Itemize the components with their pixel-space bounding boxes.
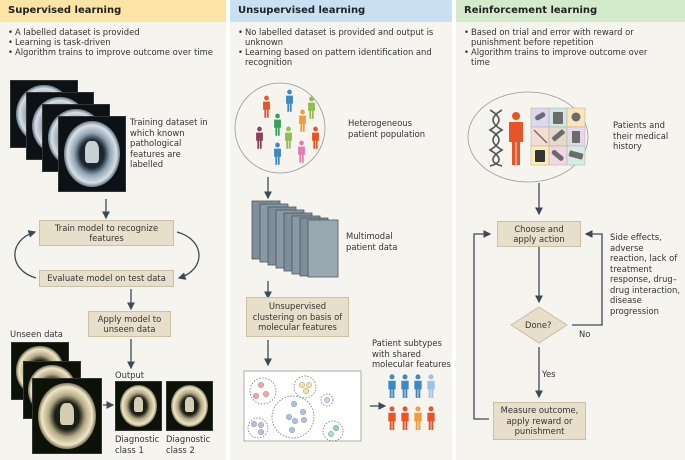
brain-scan-image xyxy=(58,116,126,192)
unsupervised-graphics xyxy=(234,82,435,442)
diagnostic-class-1-image xyxy=(115,381,162,431)
output-label: Output xyxy=(115,370,145,380)
apply-model-box: Apply model to unseen data xyxy=(88,311,171,337)
bullet-item: Algorithm trains to improve outcome over… xyxy=(464,47,664,67)
done-decision-diamond xyxy=(510,306,568,344)
pill-jar-icon xyxy=(535,150,545,162)
person-icon xyxy=(286,89,293,112)
reinforcement-graphics xyxy=(467,91,603,420)
bullet-list: Based on trial and error with reward or … xyxy=(464,27,664,67)
loop-back-arrow xyxy=(473,230,492,420)
person-icon xyxy=(414,374,422,399)
unseen-data-label: Unseen data xyxy=(10,329,63,339)
choose-action-box: Choose and apply action xyxy=(497,221,581,247)
multimodal-label: Multimodal patient data xyxy=(346,231,398,252)
unseen-brain-image xyxy=(32,378,102,454)
supervised-arrows xyxy=(14,199,200,409)
pill-bottle-icon xyxy=(553,112,563,124)
person-icon xyxy=(401,374,409,399)
person-icon xyxy=(274,142,281,165)
patient-subtype-icons xyxy=(388,374,435,431)
person-icon xyxy=(388,406,396,431)
person-icon xyxy=(388,374,396,399)
subtypes-label: Patient subtypes with shared molecular f… xyxy=(372,338,451,369)
feedback-label: Side effects, adverse reaction, lack of … xyxy=(610,232,681,316)
person-icon xyxy=(308,96,315,119)
reinforcement-learning-panel: Reinforcement learning Based on trial an… xyxy=(456,0,685,460)
person-icon xyxy=(298,140,305,163)
person-icon xyxy=(263,95,270,118)
dna-icon xyxy=(488,109,504,167)
clusters xyxy=(247,375,344,442)
bullet-list: A labelled dataset is provided Learning … xyxy=(8,27,213,57)
bullet-item: Learning based on pattern identification… xyxy=(238,47,438,67)
person-icon xyxy=(401,406,409,431)
loop-arrow-right xyxy=(176,231,200,280)
syringe-icon xyxy=(533,129,548,144)
capsule-icon xyxy=(551,149,564,161)
bullet-item: Learning is task-driven xyxy=(8,37,213,47)
medication-icons xyxy=(533,112,584,162)
population-label: Heterogeneous patient population xyxy=(348,118,426,139)
panel-title: Supervised learning xyxy=(0,0,226,22)
loop-arrow-left xyxy=(14,230,37,279)
yes-label: Yes xyxy=(542,369,556,379)
blister-strip-icon xyxy=(568,150,584,160)
unsupervised-learning-panel: Unsupervised learning No labelled datase… xyxy=(230,0,452,460)
person-icon xyxy=(414,406,422,431)
panel-title: Reinforcement learning xyxy=(456,0,685,22)
cluster-dots xyxy=(251,382,339,438)
bullet-list: No labelled dataset is provided and outp… xyxy=(238,27,438,67)
panel-title: Unsupervised learning xyxy=(230,0,452,22)
pill-icon xyxy=(535,112,546,121)
no-feedback-arrow xyxy=(572,230,603,326)
blister-pack-icon xyxy=(551,129,565,142)
person-icon xyxy=(427,406,435,431)
clustering-box: Unsupervised clustering on basis of mole… xyxy=(246,297,349,337)
bullet-item: A labelled dataset is provided xyxy=(8,27,213,37)
patients-label: Patients and their medical history xyxy=(613,120,669,151)
supervised-learning-panel: Supervised learning A labelled dataset i… xyxy=(0,0,226,460)
person-icon xyxy=(299,109,306,132)
measure-outcome-box: Measure outcome, apply reward or punishm… xyxy=(493,402,586,440)
population-circle xyxy=(234,82,326,174)
patient-history-ellipse xyxy=(467,91,589,183)
tablet-icon xyxy=(571,112,581,122)
multimodal-data-sheets xyxy=(251,200,339,278)
patient-icon xyxy=(509,112,523,165)
no-label: No xyxy=(579,329,591,339)
done-label: Done? xyxy=(525,320,552,330)
patient-population-icons xyxy=(256,89,319,165)
medicine-bottle-icon xyxy=(572,131,580,143)
bullet-item: Based on trial and error with reward or … xyxy=(464,27,664,47)
bullet-item: No labelled dataset is provided and outp… xyxy=(238,27,438,47)
evaluate-model-box: Evaluate model on test data xyxy=(39,270,174,287)
person-icon xyxy=(285,126,292,149)
bullet-item: Algorithm trains to improve outcome over… xyxy=(8,47,213,57)
person-icon xyxy=(312,126,319,149)
diagnostic-class-2-label: Diagnostic class 2 xyxy=(166,434,211,455)
person-icon xyxy=(256,126,263,149)
diagnostic-class-2-image xyxy=(166,381,213,431)
train-model-box: Train model to recognize features xyxy=(39,220,174,246)
diagnostic-class-1-label: Diagnostic class 1 xyxy=(115,434,160,455)
person-icon xyxy=(274,113,281,136)
training-dataset-label: Training dataset in which known patholog… xyxy=(130,117,208,169)
person-icon xyxy=(427,374,435,399)
